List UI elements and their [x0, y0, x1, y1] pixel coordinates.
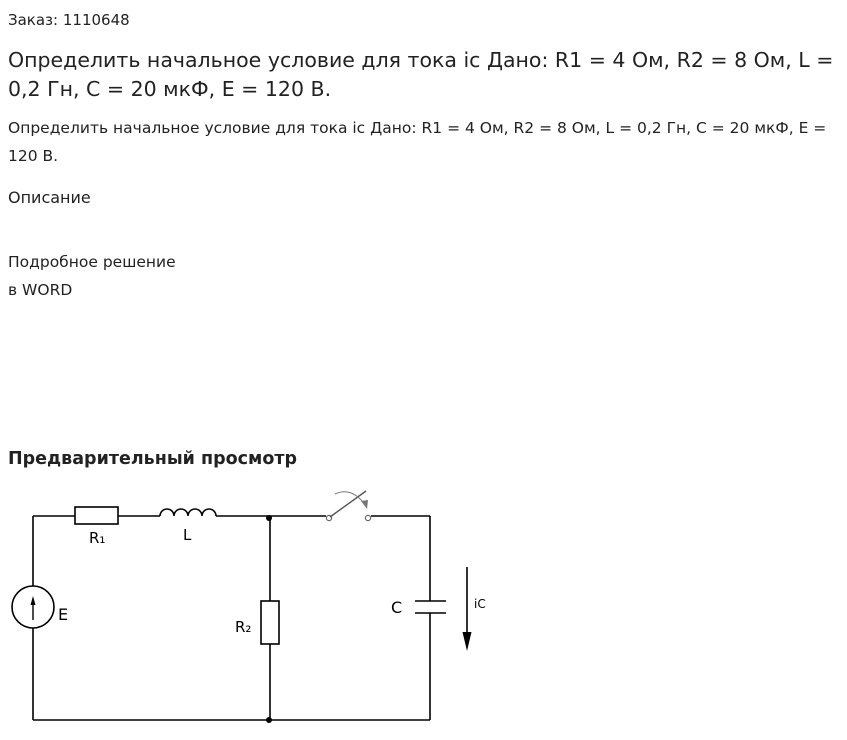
description-heading: Описание	[8, 188, 91, 207]
label-l: L	[183, 526, 192, 544]
junction-node-bottom	[266, 717, 272, 723]
label-r2: R₂	[235, 618, 251, 636]
inductor-l	[159, 508, 217, 517]
capacitor-c	[415, 600, 446, 614]
description-body: Подробное решение в WORD	[8, 248, 248, 304]
current-arrow-ic	[462, 567, 472, 651]
label-ic: iC	[474, 597, 486, 611]
switch	[325, 490, 372, 522]
resistor-r1	[74, 506, 119, 525]
task-title: Определить начальное условие для тока ic…	[8, 48, 834, 101]
resistor-r2	[260, 600, 280, 645]
description-line: в WORD	[8, 281, 73, 299]
preview-heading: Предварительный просмотр	[8, 449, 298, 469]
label-c: C	[391, 598, 402, 617]
circuit-diagram: R₁ L E R₂ C iC	[11, 490, 486, 723]
task-subtitle: Определить начальное условие для тока ic…	[8, 119, 827, 165]
voltage-source-e	[11, 585, 55, 629]
label-r1: R₁	[89, 529, 105, 547]
order-number: Заказ: 1110648	[8, 11, 130, 29]
junction-node-top	[266, 515, 272, 521]
description-line: Подробное решение	[8, 253, 176, 271]
label-e: E	[58, 605, 68, 624]
